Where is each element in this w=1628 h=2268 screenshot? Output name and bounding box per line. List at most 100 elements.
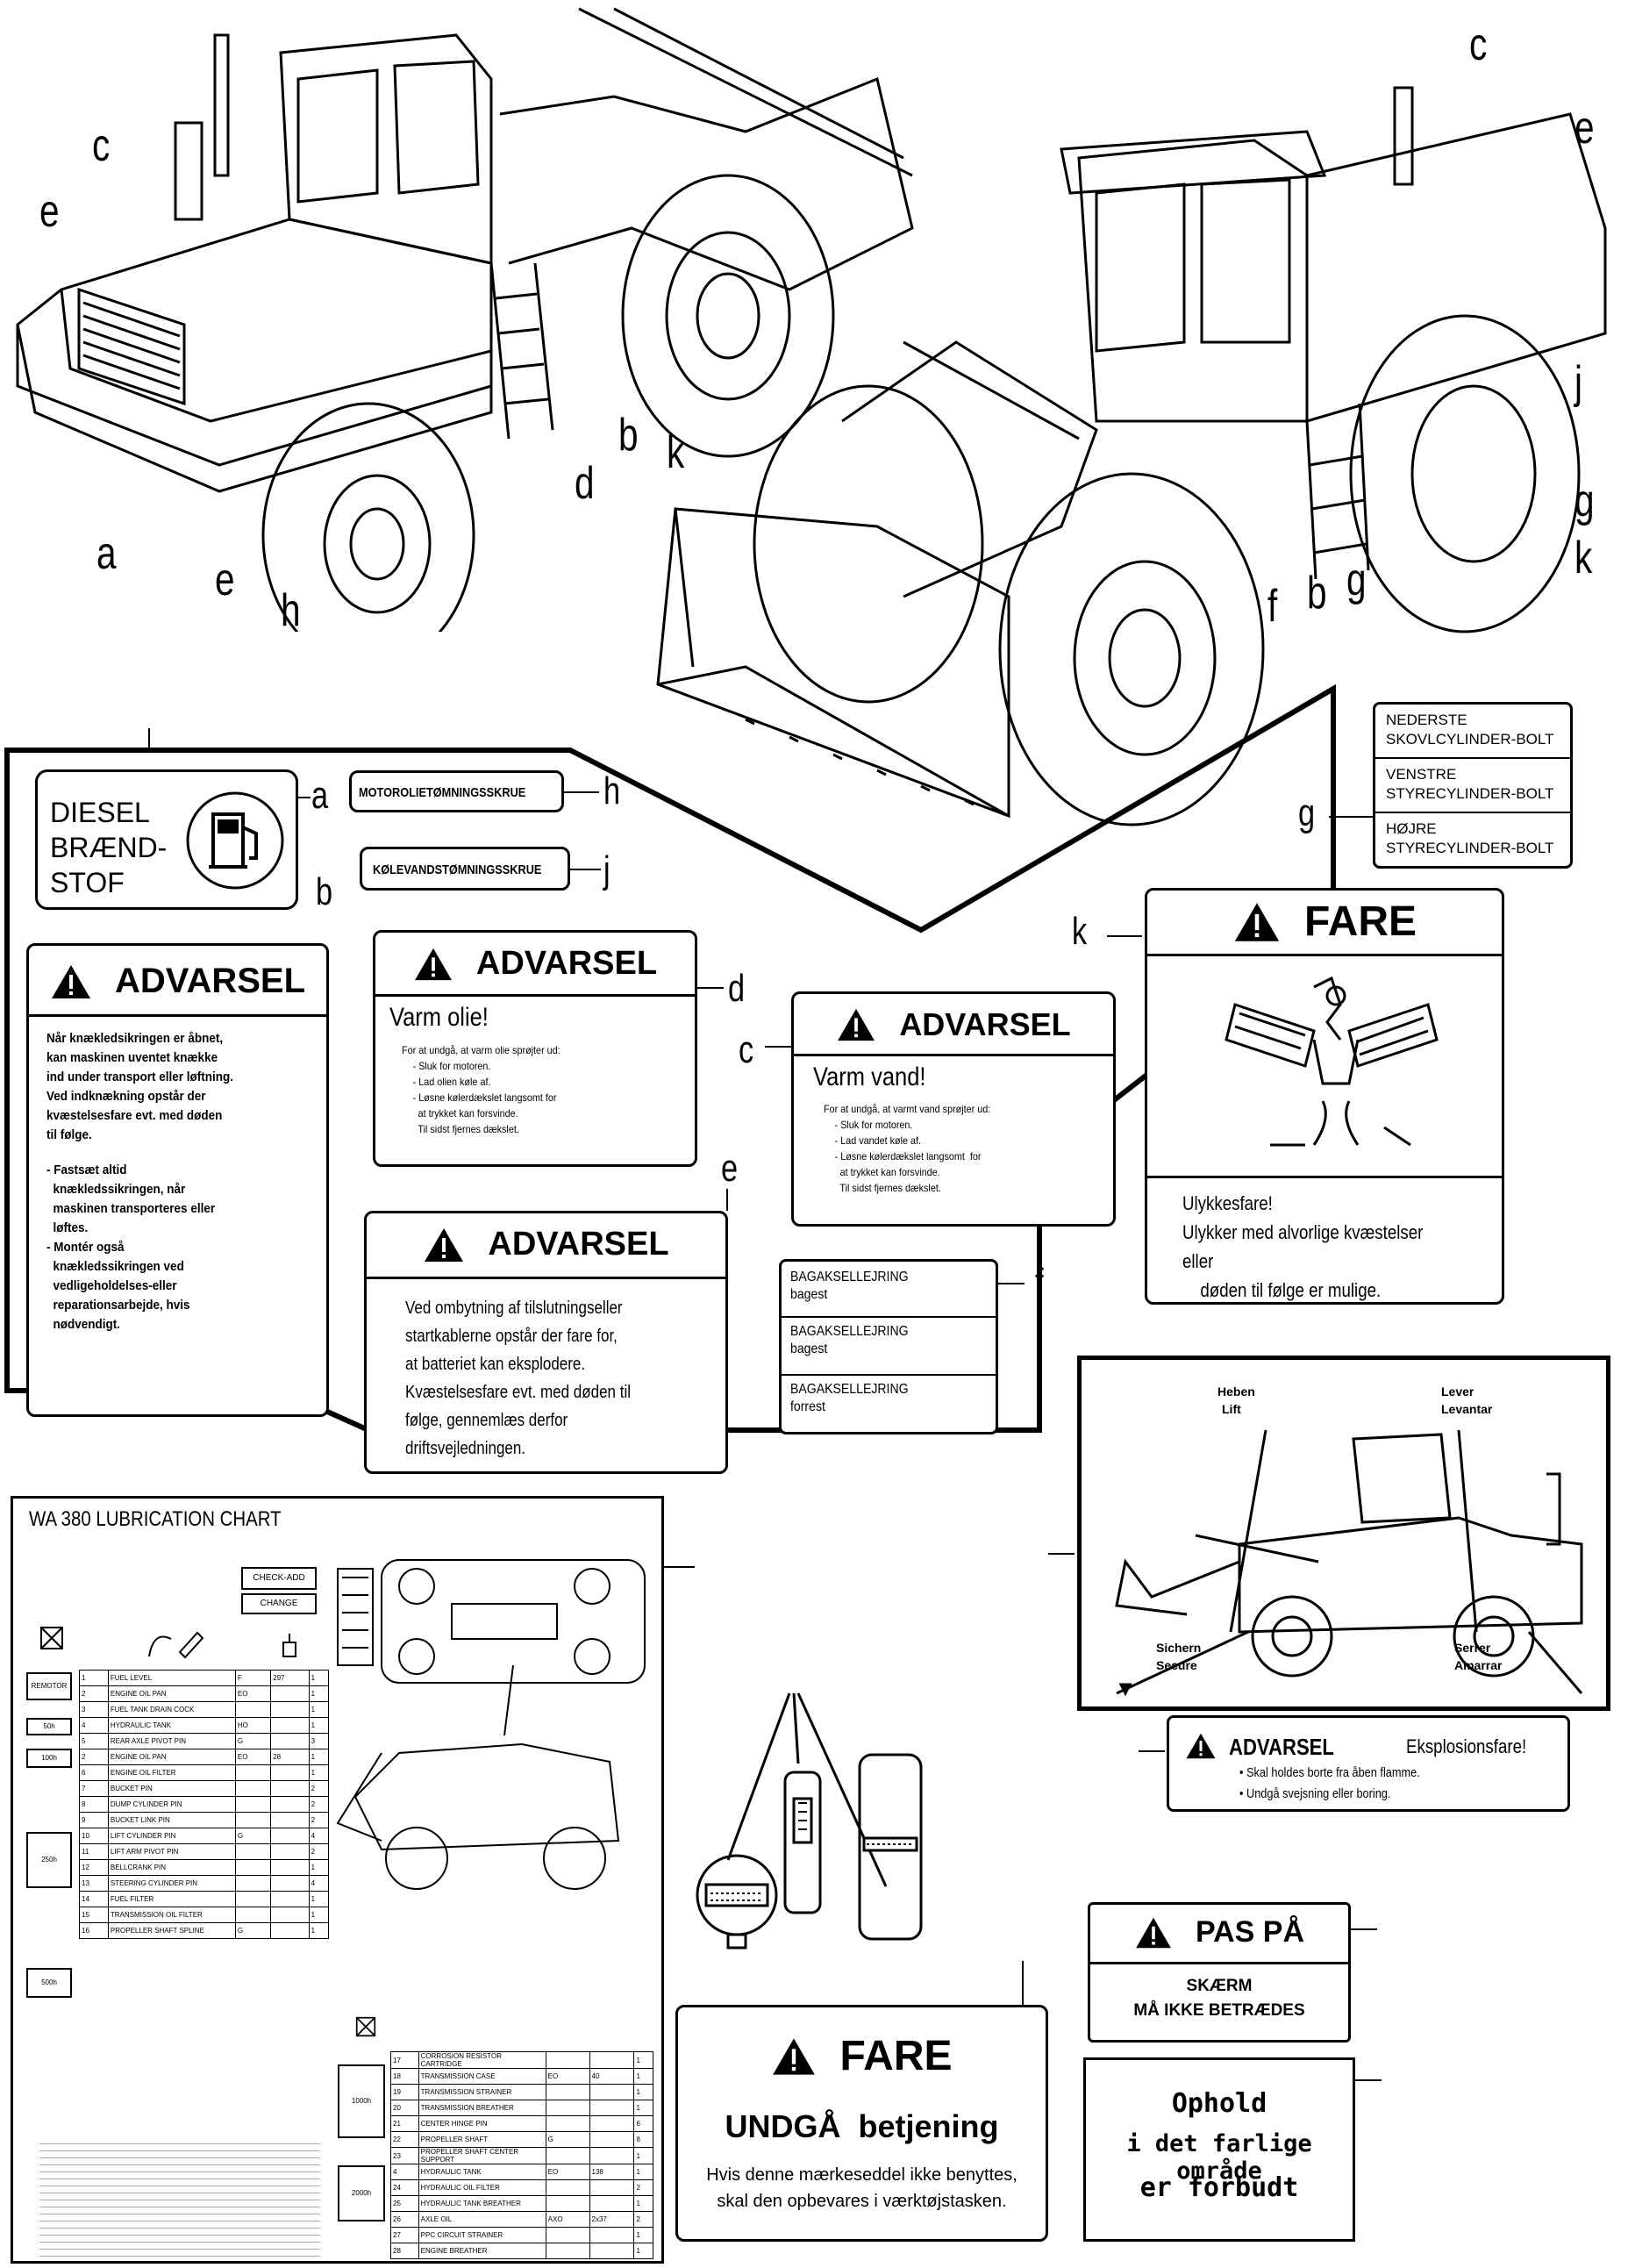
lube-cell: EO [234,1749,272,1765]
lube-cell: 9 [79,1812,109,1828]
lube-cell: CORROSION RESISTOR CARTRIDGE [418,2051,546,2069]
lube-cell: 19 [390,2084,419,2100]
lube-cell: 1 [308,1717,330,1734]
lube-cell: 2 [308,1796,330,1813]
lube-cell [234,1907,272,1923]
lube-cell: 1 [308,1685,330,1702]
diesel-label-line2: BRÆND- [50,832,168,863]
lube-cell: 138 [589,2164,635,2180]
decal-ophold-leader [1355,2079,1382,2081]
lube-cell [589,2243,635,2259]
callout-j-top-right: j [1574,357,1583,408]
lube-cell [270,1828,310,1844]
decal-c-letter: c [739,1028,754,1071]
diesel-label-line3: STOF [50,867,125,898]
decal-k-line: døden til følge er mulige. [1200,1279,1382,1301]
decal-explosion-warning: ADVARSEL Eksplosionsfare! • Skal holdes … [1167,1715,1570,1812]
lube-cell: TRANSMISSION STRAINER [418,2084,546,2100]
fare2-header-text: FARE [839,2033,953,2079]
decal-d-line: Til sidst fjernes dækslet. [412,1123,519,1135]
lube-interval-500h: 500h [26,1968,72,1998]
lube-cell: LIFT ARM PIVOT PIN [107,1843,236,1860]
lube-cell: 10 [79,1828,109,1844]
paspa-header: PAS PÅ [1090,1915,1348,1950]
lube-cell [234,1701,272,1718]
lube-cell: G [234,1733,272,1749]
lube-cell [270,1891,310,1907]
lube-cell [270,1764,310,1781]
lube-cell [234,1780,272,1797]
lube-cell: 1 [633,2051,653,2069]
decal-b-letter: b [316,870,333,913]
decal-h-letter: h [603,769,621,812]
lube-cell: 2 [308,1780,330,1797]
callout-k-top-left: k [667,427,685,478]
decal-k-header-rule [1147,954,1502,956]
explosion-title: Eksplosionsfare! [1406,1735,1527,1757]
lube-cell: 7 [79,1780,109,1797]
lube-cell: 1 [633,2243,653,2259]
lube-cell: 6 [79,1764,109,1781]
lube-cell: PPC CIRCUIT STRAINER [418,2227,546,2243]
lube-cell [545,2227,590,2243]
callout-e-top-right: e [1574,103,1595,154]
lube-cell: 2 [79,1685,109,1702]
lube-cell: G [545,2131,590,2148]
lube-cell: 2 [79,1749,109,1765]
lube-cell: BUCKET LINK PIN [107,1812,236,1828]
decal-f-leader [998,1283,1025,1284]
lube-chart-title: WA 380 LUBRICATION CHART [29,1507,282,1531]
decal-e-line: Kvæstelsesfare evt. med døden til [405,1383,632,1402]
decal-e-line: følge, gennemlæs derfor [405,1411,568,1430]
lube-cell: BELLCRANK PIN [107,1859,236,1876]
callout-g-top-right: g [1574,476,1595,526]
decal-g-row1b: SKOVLCYLINDER-BOLT [1386,731,1554,748]
lube-check-add: CHECK-ADD [241,1567,317,1590]
decal-c-header: ADVARSEL [794,1006,1113,1043]
lube-cell [270,1685,310,1702]
secure-label-serrer: Serrer [1454,1641,1491,1655]
lube-cell: REAR AXLE PIVOT PIN [107,1733,236,1749]
grease-gun-icon [148,1631,204,1659]
lube-cell: 2 [633,2211,653,2228]
decal-b-bullet: knækledssikringen ved [46,1259,184,1274]
decal-engine-oil-drain: MOTOROLIETØMNINGSSKRUE [349,770,564,812]
lube-cell [270,1875,310,1892]
lube-interval-100h: 100h [26,1749,72,1768]
decal-f-row: BAGAKSELLEJRING bagest [790,1323,909,1358]
lube-cell [589,2227,635,2243]
decal-k-leader [1107,935,1142,937]
decal-k-letter: k [1072,910,1088,953]
decal-j-text: KØLEVANDSTØMNINGSSKRUE [373,862,542,877]
decal-d-line: - Lad olien køle af. [412,1076,491,1088]
warning-triangle-icon [414,948,452,980]
lube-cell [234,1764,272,1781]
decal-g-row3b: STYRECYLINDER-BOLT [1386,840,1554,856]
lube-cell: PROPELLER SHAFT [418,2131,546,2148]
decal-b-bullet: løftes. [46,1220,89,1235]
decal-b-header: ADVARSEL [29,962,326,1001]
decal-b-line: ind under transport eller løftning. [46,1070,234,1084]
lube-cell: 13 [79,1875,109,1892]
lube-cell: 6 [633,2115,653,2132]
lube-cell: 26 [390,2211,419,2228]
callout-f-top-right: f [1267,581,1278,632]
decal-e-header-text: ADVARSEL [488,1226,669,1263]
lube-cell: BUCKET PIN [107,1780,236,1797]
lube-cell: LIFT CYLINDER PIN [107,1828,236,1844]
decal-b-line: Ved indknækning opstår der [46,1089,206,1104]
lube-cell: 1 [633,2100,653,2116]
decal-c-title: Varm vand! [813,1062,926,1091]
decal-explosion-leader [1139,1750,1165,1752]
lube-cell: 4 [79,1717,109,1734]
